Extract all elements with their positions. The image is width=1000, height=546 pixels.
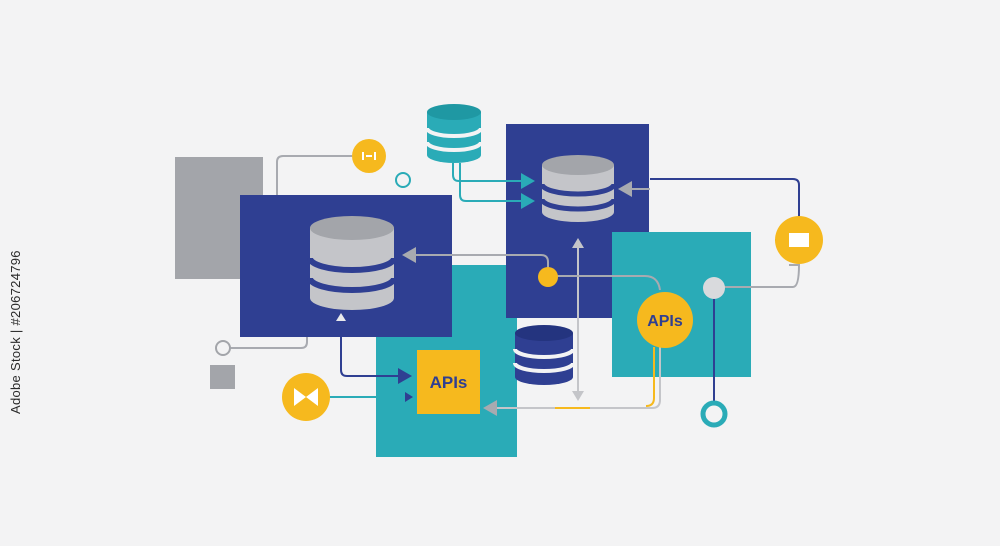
api-circle bbox=[637, 292, 693, 348]
connector-node bbox=[703, 277, 725, 299]
database-icon bbox=[307, 216, 397, 310]
connector-node bbox=[538, 267, 558, 287]
database-icon bbox=[539, 155, 617, 222]
api-box-label: APIs bbox=[430, 373, 468, 392]
api-circle-label: APIs bbox=[647, 313, 683, 330]
small-arrow-right bbox=[405, 392, 413, 402]
small-arrow-up bbox=[336, 313, 346, 321]
database-icon bbox=[513, 325, 575, 385]
connector-node bbox=[700, 400, 728, 428]
connector-node bbox=[215, 340, 231, 356]
database-icon bbox=[425, 104, 483, 163]
monitor-node-icon bbox=[775, 216, 823, 264]
stock-id-label: Adobe Stock | #206724796 bbox=[8, 250, 23, 414]
gray-square-node bbox=[210, 365, 235, 389]
link-node-icon bbox=[352, 139, 386, 173]
connector-node bbox=[395, 172, 411, 188]
api-box bbox=[417, 350, 480, 414]
bowtie-node-icon bbox=[282, 373, 330, 421]
